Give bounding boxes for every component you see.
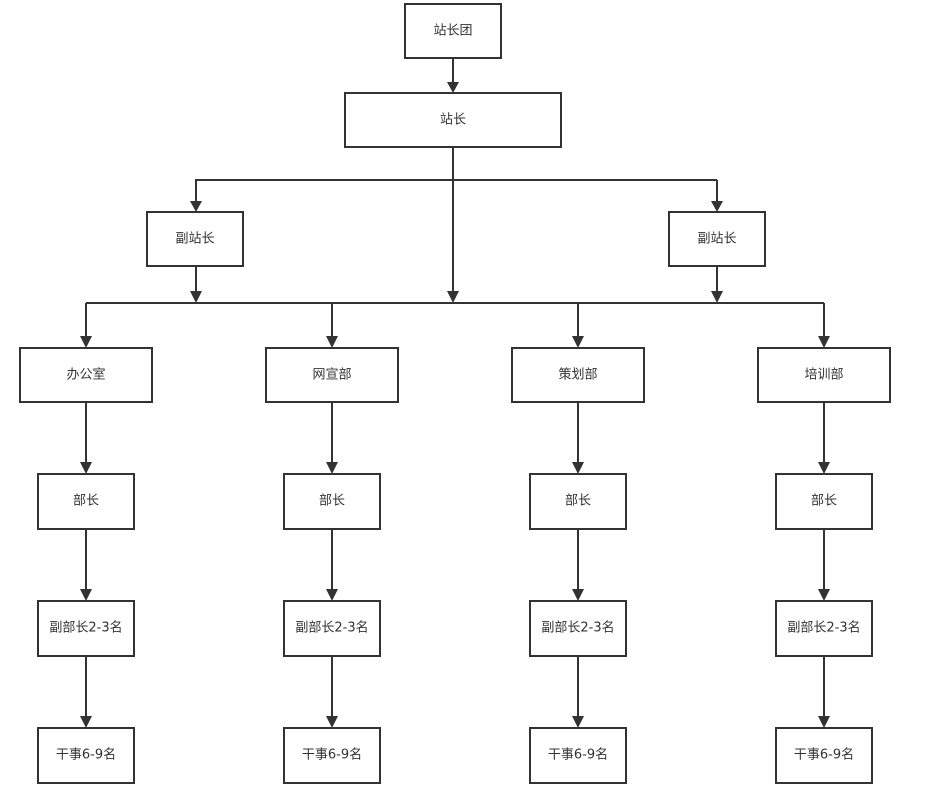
node-role: 副部长2-3名 [775, 600, 873, 657]
node-station-leadership: 站长团 [404, 3, 502, 59]
arrowhead [190, 201, 202, 212]
node-station-head: 站长 [344, 92, 562, 148]
node-role: 部长 [529, 473, 627, 530]
node-department: 培训部 [757, 347, 891, 403]
arrowhead [447, 82, 459, 93]
node-label: 部长 [811, 494, 837, 509]
node-label: 培训部 [804, 367, 843, 383]
node-label: 副部长2-3名 [49, 620, 122, 636]
node-label: 干事6-9名 [794, 747, 854, 763]
arrowhead [326, 716, 338, 728]
node-label: 副部长2-3名 [541, 620, 614, 636]
node-role: 副部长2-3名 [529, 600, 627, 657]
node-label: 办公室 [66, 367, 105, 383]
arrowhead [572, 589, 584, 601]
node-label: 站长 [440, 113, 466, 128]
node-label: 副部长2-3名 [787, 620, 860, 636]
node-role: 干事6-9名 [775, 727, 873, 784]
arrowhead [818, 336, 830, 348]
node-role: 干事6-9名 [283, 727, 381, 784]
node-role: 干事6-9名 [529, 727, 627, 784]
node-label: 干事6-9名 [548, 747, 608, 763]
node-department: 策划部 [511, 347, 645, 403]
arrowhead [80, 462, 92, 474]
arrowhead [326, 462, 338, 474]
arrowhead [572, 462, 584, 474]
arrowhead [818, 716, 830, 728]
arrowhead [447, 291, 459, 303]
arrowhead [818, 589, 830, 601]
node-role: 部长 [283, 473, 381, 530]
node-label: 部长 [73, 494, 99, 509]
node-label: 网宣部 [312, 367, 351, 383]
node-department: 办公室 [19, 347, 153, 403]
node-label: 部长 [319, 494, 345, 509]
arrowhead [326, 336, 338, 348]
arrowhead [326, 589, 338, 601]
node-label: 干事6-9名 [56, 747, 116, 763]
arrowhead [572, 716, 584, 728]
node-label: 副站长 [175, 232, 214, 247]
node-label: 部长 [565, 494, 591, 509]
node-role: 副部长2-3名 [37, 600, 135, 657]
connectors [80, 58, 830, 728]
node-department: 网宣部 [265, 347, 399, 403]
arrowhead [818, 462, 830, 474]
node-label: 干事6-9名 [302, 747, 362, 763]
arrowhead [711, 291, 723, 303]
node-deputy-head: 副站长 [668, 211, 766, 267]
node-label: 副站长 [697, 232, 736, 247]
arrowhead [80, 589, 92, 601]
arrowhead [572, 336, 584, 348]
node-role: 副部长2-3名 [283, 600, 381, 657]
nodes: 站长团 站长 副站长 副站长 办公室 网宣部 策划部 [19, 3, 891, 784]
arrowhead [80, 336, 92, 348]
arrowhead [711, 201, 723, 212]
node-role: 干事6-9名 [37, 727, 135, 784]
arrowhead [80, 716, 92, 728]
node-label: 副部长2-3名 [295, 620, 368, 636]
node-role: 部长 [775, 473, 873, 530]
node-label: 策划部 [558, 367, 597, 383]
node-label: 站长团 [433, 24, 472, 39]
node-role: 部长 [37, 473, 135, 530]
node-deputy-head: 副站长 [146, 211, 244, 267]
arrowhead [190, 291, 202, 303]
